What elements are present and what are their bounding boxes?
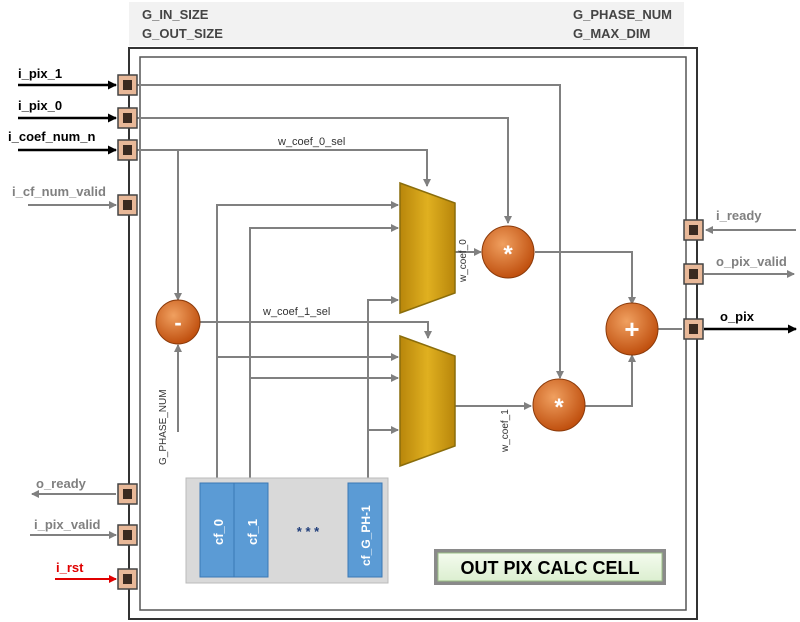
label-o-pix: o_pix bbox=[720, 309, 755, 324]
coef-register-ellipsis: * * * bbox=[297, 524, 320, 539]
svg-text:-: - bbox=[174, 310, 181, 335]
module-title: OUT PIX CALC CELL bbox=[434, 549, 666, 585]
param-g-out-size: G_OUT_SIZE bbox=[142, 26, 223, 41]
port-o-ready[interactable] bbox=[117, 483, 138, 505]
label-i-rst: i_rst bbox=[56, 560, 84, 575]
svg-text:cf_0: cf_0 bbox=[211, 519, 226, 545]
mux-coef-0 bbox=[399, 181, 456, 315]
label-o-ready: o_ready bbox=[36, 476, 87, 491]
svg-text:*: * bbox=[554, 394, 564, 421]
label-i-ready: i_ready bbox=[716, 208, 762, 223]
internal-wires bbox=[137, 84, 682, 482]
external-wires bbox=[18, 80, 797, 583]
port-i-coef-num-n[interactable] bbox=[117, 139, 138, 161]
port-i-ready[interactable] bbox=[683, 219, 704, 241]
param-g-max-dim: G_MAX_DIM bbox=[573, 26, 650, 41]
label-i-pix-0: i_pix_0 bbox=[18, 98, 62, 113]
param-g-in-size: G_IN_SIZE bbox=[142, 7, 209, 22]
port-i-cf-num-valid[interactable] bbox=[117, 194, 138, 216]
label-i-cf-num-valid: i_cf_num_valid bbox=[12, 184, 106, 199]
subtract-operator: - bbox=[155, 299, 201, 345]
svg-text:cf_1: cf_1 bbox=[245, 519, 260, 545]
svg-text:cf_G_PH-1: cf_G_PH-1 bbox=[359, 505, 373, 566]
parameter-header bbox=[129, 2, 684, 46]
label-w-coef-0: w_coef_0 bbox=[458, 239, 469, 283]
port-i-pix-valid[interactable] bbox=[117, 524, 138, 546]
label-i-pix-1: i_pix_1 bbox=[18, 66, 62, 81]
add-operator: + bbox=[605, 302, 659, 356]
multiply-operator-0: * bbox=[481, 225, 535, 279]
label-i-pix-valid: i_pix_valid bbox=[34, 517, 101, 532]
label-i-coef-num-n: i_coef_num_n bbox=[8, 129, 95, 144]
port-i-rst[interactable] bbox=[117, 568, 138, 590]
coef-register-cf-1: cf_1 bbox=[233, 482, 269, 578]
label-o-pix-valid: o_pix_valid bbox=[716, 254, 787, 269]
mux-coef-1 bbox=[399, 334, 456, 468]
label-w-coef-1: w_coef_1 bbox=[500, 409, 511, 453]
label-w-coef-0-sel: w_coef_0_sel bbox=[277, 136, 345, 148]
ports bbox=[117, 74, 704, 590]
svg-text:+: + bbox=[624, 314, 639, 344]
label-g-phase-num: G_PHASE_NUM bbox=[158, 389, 169, 465]
coef-register-cf-g-ph-1: cf_G_PH-1 bbox=[347, 482, 383, 578]
port-o-pix[interactable] bbox=[683, 318, 704, 340]
label-w-coef-1-sel: w_coef_1_sel bbox=[262, 306, 330, 318]
multiply-operator-1: * bbox=[532, 378, 586, 432]
port-i-pix-0[interactable] bbox=[117, 107, 138, 129]
port-i-pix-1[interactable] bbox=[117, 74, 138, 96]
svg-text:*: * bbox=[503, 241, 513, 268]
param-g-phase-num: G_PHASE_NUM bbox=[573, 7, 672, 22]
coef-register-cf-0: cf_0 bbox=[199, 482, 235, 578]
svg-text:OUT PIX CALC CELL: OUT PIX CALC CELL bbox=[461, 558, 640, 578]
port-o-pix-valid[interactable] bbox=[683, 263, 704, 285]
